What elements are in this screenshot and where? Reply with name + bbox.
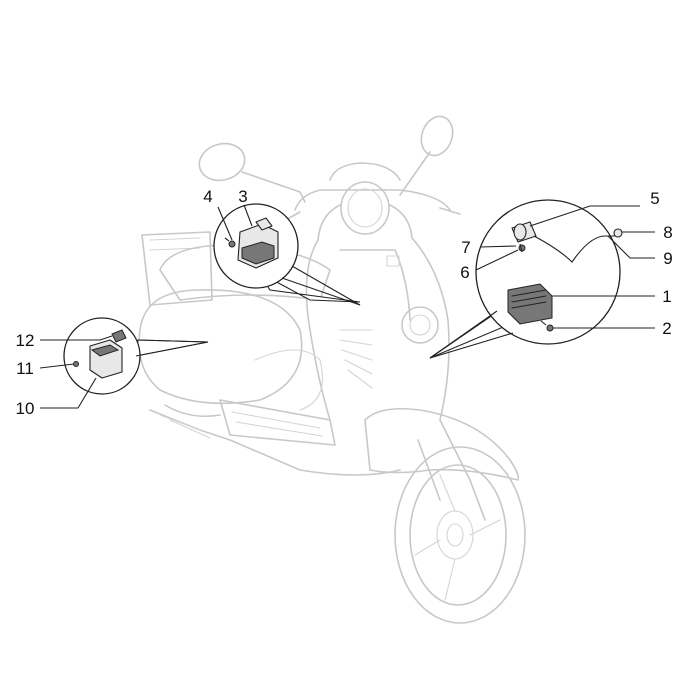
handlebar	[281, 162, 461, 241]
callout-4: 4	[203, 187, 212, 206]
right-mirror	[399, 115, 454, 196]
callout-10: 10	[16, 399, 35, 418]
front-fender	[364, 407, 520, 481]
callout-leaders	[39, 204, 655, 409]
floorboard	[219, 399, 336, 446]
screw-4	[224, 237, 236, 248]
detail-circle-b	[475, 199, 621, 345]
screw-11	[73, 361, 79, 367]
front-shield	[305, 237, 450, 421]
clip-8	[613, 228, 623, 238]
callout-labels: 1 2 3 4 5 6 7 8 9 10 11 12	[16, 187, 673, 418]
callout-8: 8	[663, 223, 672, 242]
wire-9	[533, 235, 615, 263]
relay-part	[89, 339, 123, 379]
bolt-6-7	[518, 243, 526, 253]
callout-3: 3	[238, 187, 247, 206]
clip-12	[111, 329, 127, 343]
sensor-5	[511, 221, 537, 243]
callout-6: 6	[460, 263, 469, 282]
voltage-regulator-part	[507, 283, 553, 325]
callout-5: 5	[650, 189, 659, 208]
callout-12: 12	[16, 331, 35, 350]
callout-1: 1	[662, 287, 671, 306]
front-fork	[417, 419, 486, 521]
callout-2: 2	[662, 319, 671, 338]
front-wheel	[394, 446, 526, 624]
callout-11: 11	[16, 359, 34, 378]
regulator-bracket-part	[237, 217, 279, 269]
detail-relay	[63, 317, 209, 395]
detail-regulator-bracket	[213, 203, 361, 306]
seat-and-body	[138, 231, 401, 476]
callout-7: 7	[461, 238, 470, 257]
scooter-illustration	[138, 115, 526, 624]
callout-9: 9	[663, 249, 672, 268]
detail-rectifier	[429, 199, 623, 359]
